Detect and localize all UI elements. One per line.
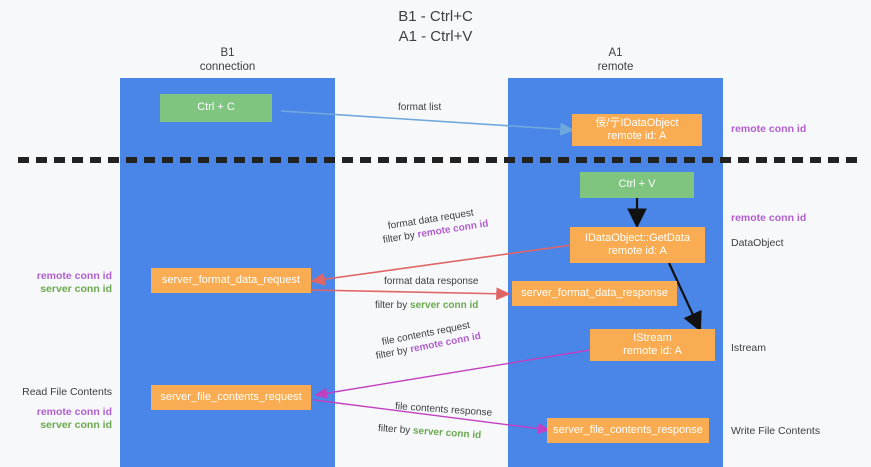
node-idataobject[interactable]: 佞/亍IDataObject remote id: A xyxy=(572,114,702,146)
node-ctrl-c[interactable]: Ctrl + C xyxy=(160,94,272,122)
anno-right-write-file-contents: Write File Contents xyxy=(731,425,821,437)
node-server-format-data-request[interactable]: server_format_data_request xyxy=(151,268,311,293)
anno-left-server-conn-id-2: server conn id xyxy=(40,419,112,431)
filter-prefix: filter by xyxy=(374,344,412,362)
lane-header-a1: A1 remote xyxy=(597,47,634,73)
anno-right-remote-conn-id-top: remote conn id xyxy=(731,123,807,135)
node-server-file-contents-response[interactable]: server_file_contents_response xyxy=(547,418,709,443)
edge-label-format-data-response: format data response xyxy=(384,276,479,287)
arrow-format-data-response xyxy=(309,287,511,301)
anno-right-remote-conn-id-mid: remote conn id xyxy=(731,212,807,224)
node-istream[interactable]: IStream remote id: A xyxy=(590,329,715,361)
filter-prefix: filter by xyxy=(375,300,411,311)
filter-key-server-conn-id: server conn id xyxy=(410,300,479,311)
node-server-format-data-response[interactable]: server_format_data_response xyxy=(512,281,677,306)
edge-label-file-contents-response-filter: filter by server conn id xyxy=(378,422,482,442)
page-title: B1 - Ctrl+C A1 - Ctrl+V xyxy=(398,8,473,45)
edge-label-format-list: format list xyxy=(398,102,442,113)
node-ctrl-v[interactable]: Ctrl + V xyxy=(580,172,694,198)
anno-left-server-conn-id: server conn id xyxy=(40,283,112,295)
anno-left-remote-conn-id-2: remote conn id xyxy=(36,406,112,418)
filter-prefix: filter by xyxy=(377,423,414,437)
anno-left-read-file-contents: Read File Contents xyxy=(22,386,112,398)
anno-left-remote-conn-id: remote conn id xyxy=(36,270,112,282)
anno-right-istream: Istream xyxy=(731,342,767,354)
edge-label-format-data-response-filter: filter by server conn id xyxy=(375,299,478,312)
filter-prefix: filter by xyxy=(382,229,419,246)
filter-key-server-conn-id: server conn id xyxy=(412,425,482,442)
lane-header-b1: B1 connection xyxy=(199,47,256,73)
node-server-file-contents-request[interactable]: server_file_contents_request xyxy=(151,385,311,410)
node-idataobject-getdata[interactable]: IDataObject::GetData remote id: A xyxy=(570,227,705,263)
edge-label-file-contents-response: file contents response xyxy=(394,401,493,419)
anno-right-data-object: DataObject xyxy=(731,237,784,249)
